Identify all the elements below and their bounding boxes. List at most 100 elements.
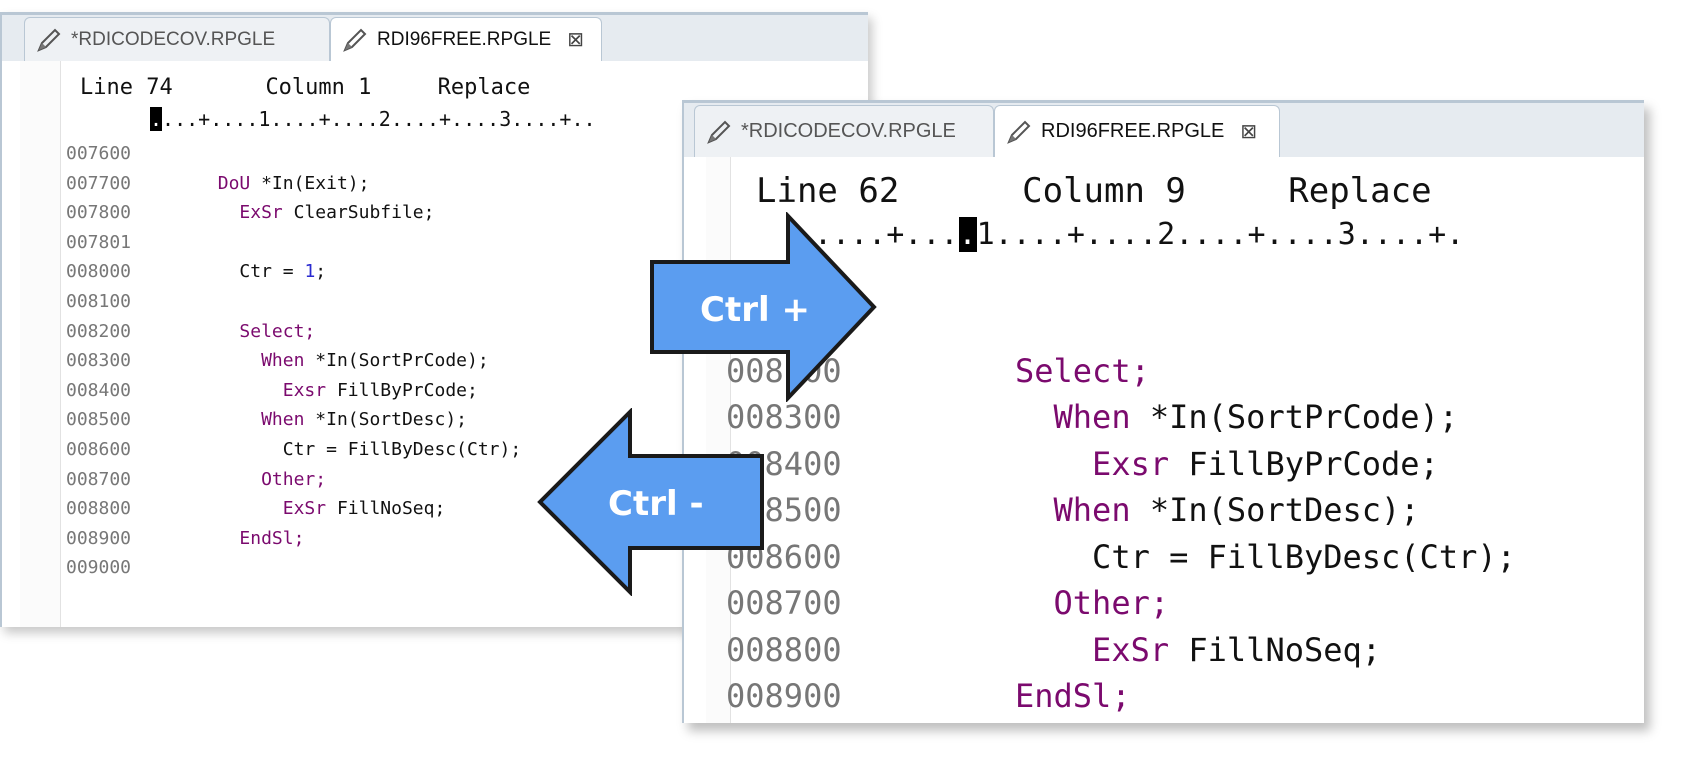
- keyword-token: ExSr: [282, 498, 327, 520]
- code-token: Ctr =: [239, 261, 305, 283]
- code-token: ;: [315, 261, 327, 283]
- tab-rdi96free[interactable]: RDI96FREE.RPGLE ⊠: [330, 17, 602, 61]
- code-line[interactable]: 007800 ExSr ClearSubfile;: [66, 198, 521, 228]
- line-number: 008800: [726, 630, 842, 669]
- tab-rdicodecov[interactable]: *RDICODECOV.RPGLE: [694, 105, 994, 157]
- close-icon[interactable]: ⊠: [1240, 121, 1258, 143]
- tab-rdi96free[interactable]: RDI96FREE.RPGLE ⊠: [994, 105, 1280, 157]
- line-number: 007700: [66, 172, 132, 194]
- code-token: FillNoSeq;: [1169, 630, 1382, 669]
- source-code[interactable]: 008200 Select;008300 When *In(SortPrCode…: [726, 301, 1516, 720]
- code-line[interactable]: 008400 Exsr FillByPrCode;: [66, 376, 521, 406]
- code-token: ClearSubfile;: [282, 202, 435, 224]
- keyword-token: Exsr: [1092, 444, 1170, 483]
- tab-label: RDI96FREE.RPGLE: [1041, 120, 1225, 142]
- code-line[interactable]: 008700 Other;: [66, 465, 521, 495]
- code-line[interactable]: 008400 Exsr FillByPrCode;: [726, 441, 1516, 488]
- editor-gutter: [706, 157, 731, 723]
- line-number: 008100: [66, 290, 132, 312]
- code-line[interactable]: 007600: [66, 139, 521, 169]
- line-indicator: Line 74: [80, 75, 173, 100]
- column-ruler: ....+....1....+....2....+....3....+.: [814, 217, 1464, 252]
- pencil-icon: [1007, 120, 1031, 144]
- line-number: 008300: [66, 350, 132, 372]
- line-number: 008400: [66, 379, 132, 401]
- code-line[interactable]: 008100: [66, 287, 521, 317]
- tab-label: RDI96FREE.RPGLE: [377, 28, 552, 50]
- keyword-token: Exsr: [282, 379, 327, 401]
- ruler-cursor: .: [958, 217, 977, 252]
- tab-rdicodecov[interactable]: *RDICODECOV.RPGLE: [24, 17, 330, 61]
- code-line[interactable]: 007801: [66, 228, 521, 258]
- keyword-token: ExSr: [1092, 630, 1170, 669]
- mode-indicator: Replace: [1288, 171, 1432, 211]
- code-line[interactable]: 008200 Select;: [66, 317, 521, 347]
- mode-indicator: Replace: [437, 75, 531, 100]
- line-number: 008800: [66, 498, 132, 520]
- line-number: 008500: [66, 409, 132, 431]
- code-line[interactable]: 007700 DoU *In(Exit);: [66, 169, 521, 199]
- code-line[interactable]: 008500 When *In(SortDesc);: [726, 487, 1516, 534]
- line-number: 008600: [66, 438, 132, 460]
- code-line[interactable]: 009000: [66, 553, 521, 583]
- code-token: *In(SortDesc);: [1130, 491, 1420, 529]
- zoom-out-label: Ctrl -: [608, 484, 704, 524]
- pencil-icon: [37, 28, 61, 52]
- keyword-token: ExSr: [239, 202, 283, 224]
- line-number: 008200: [66, 320, 132, 342]
- line-number: 008700: [66, 468, 132, 490]
- code-line[interactable]: 008000 Ctr = 1;: [66, 257, 521, 287]
- code-line[interactable]: 008600 Ctr = FillByDesc(Ctr);: [66, 435, 521, 465]
- code-line[interactable]: 008900 EndSl;: [66, 524, 521, 554]
- code-line[interactable]: 008300 When *In(SortPrCode);: [726, 394, 1516, 441]
- pencil-icon: [707, 120, 731, 144]
- line-number: 008300: [726, 398, 842, 436]
- code-token: *In(SortPrCode);: [1130, 398, 1459, 436]
- line-number: 007600: [66, 143, 132, 164]
- keyword-token: Select;: [1014, 351, 1150, 390]
- code-token: Ctr = FillByDesc(Ctr);: [1092, 537, 1516, 576]
- tab-label: *RDICODECOV.RPGLE: [71, 28, 276, 50]
- editor-tab-bar: *RDICODECOV.RPGLE RDI96FREE.RPGLE ⊠: [2, 15, 868, 62]
- ruler-cursor: .: [150, 107, 163, 131]
- keyword-token: Select;: [239, 320, 316, 342]
- keyword-token: EndSl;: [1014, 677, 1131, 715]
- code-token: *In(Exit);: [250, 172, 370, 194]
- line-number: 009000: [66, 557, 132, 579]
- code-editor[interactable]: Line 62 Column 9 Replace ....+....1....+…: [684, 157, 1644, 723]
- ruler-text: ...+....1....+....2....+....3....+..: [162, 107, 596, 131]
- column-indicator: Column 9: [1022, 171, 1186, 211]
- line-indicator: Line 62: [756, 171, 900, 211]
- code-token: *In(SortDesc);: [304, 409, 467, 431]
- code-line[interactable]: 008800 ExSr FillNoSeq;: [726, 627, 1516, 674]
- line-number: 007800: [66, 202, 132, 224]
- zoom-in-label: Ctrl +: [700, 290, 810, 330]
- code-token: FillByPrCode;: [1169, 444, 1439, 483]
- number-token: 1: [304, 261, 316, 283]
- keyword-token: DoU: [217, 172, 251, 194]
- keyword-token: Other;: [1053, 584, 1170, 622]
- column-ruler: ....+....1....+....2....+....3....+..: [150, 107, 596, 131]
- close-icon[interactable]: ⊠: [567, 29, 584, 51]
- code-token: Ctr = FillByDesc(Ctr);: [282, 438, 522, 460]
- code-line[interactable]: 008600 Ctr = FillByDesc(Ctr);: [726, 534, 1516, 581]
- line-number: 008900: [726, 677, 842, 715]
- code-line[interactable]: 008700 Other;: [726, 580, 1516, 627]
- code-token: FillNoSeq;: [326, 498, 446, 520]
- line-number: 008000: [66, 261, 132, 283]
- source-code[interactable]: 007600 007700 DoU *In(Exit);007800 ExSr …: [66, 139, 521, 583]
- keyword-token: EndSl;: [239, 527, 305, 549]
- status-line: Line 62 Column 9 Replace: [756, 171, 1432, 211]
- keyword-token: When: [261, 350, 305, 372]
- keyword-token: When: [1053, 398, 1131, 436]
- keyword-token: Other;: [261, 468, 327, 490]
- line-number: 008900: [66, 527, 132, 549]
- code-line[interactable]: 008500 When *In(SortDesc);: [66, 405, 521, 435]
- line-number: 008700: [726, 584, 842, 622]
- keyword-token: When: [1053, 491, 1131, 529]
- pencil-icon: [343, 28, 367, 52]
- code-line[interactable]: 008900 EndSl;: [726, 673, 1516, 720]
- code-line[interactable]: 008800 ExSr FillNoSeq;: [66, 494, 521, 524]
- code-line[interactable]: 008300 When *In(SortPrCode);: [66, 346, 521, 376]
- code-token: FillByPrCode;: [326, 379, 478, 401]
